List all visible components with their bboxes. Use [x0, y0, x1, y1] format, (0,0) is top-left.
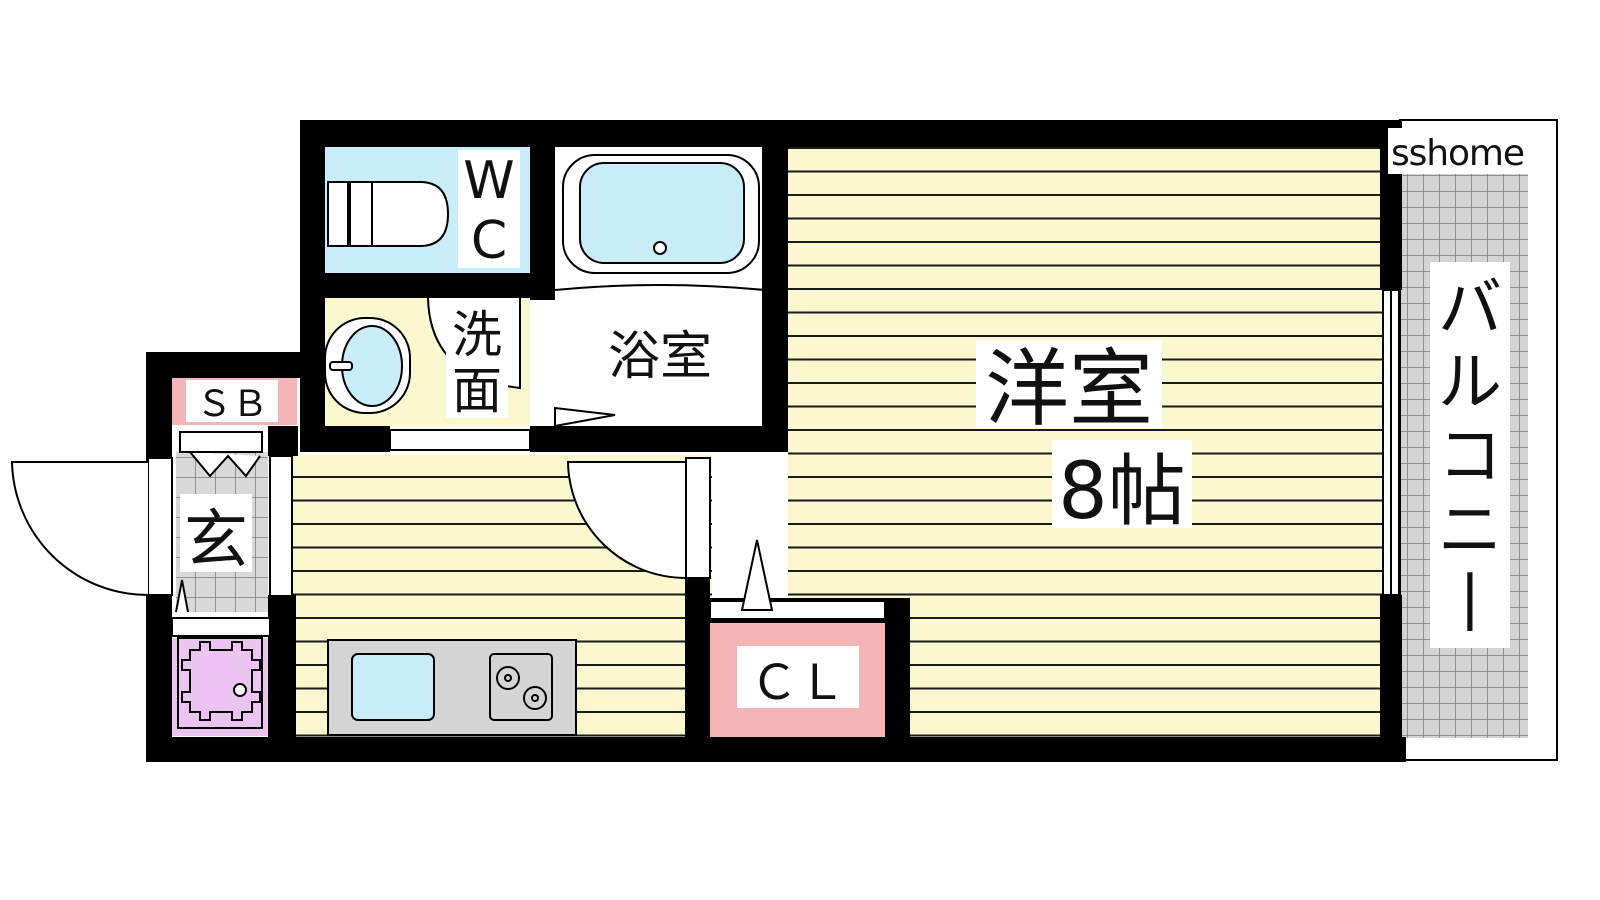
kitchen-counter: [327, 639, 577, 736]
wash-basin: [324, 317, 411, 414]
bathtub: [562, 154, 760, 274]
balcony-label-bg: [1430, 262, 1510, 648]
toilet: [327, 181, 450, 247]
walls: [146, 120, 1406, 762]
entrance-side-wall: [269, 455, 293, 597]
shoe-box-label-bg: [186, 380, 278, 422]
western-size-bg: [1052, 440, 1192, 528]
western-room-label: 洋室: [985, 340, 1153, 438]
balcony-label: バルコニ丨: [1438, 272, 1502, 642]
washroom-label-bg: [446, 300, 508, 418]
laundry-pan: [172, 638, 270, 736]
shoe-box-doors: [179, 431, 263, 478]
wc-label-bg: [458, 150, 520, 268]
closet-doors: [709, 539, 886, 620]
closet-label-bg: [737, 646, 859, 708]
entrance-door: [10, 457, 173, 596]
wc-label-w: W: [463, 151, 514, 211]
entrance-label-bg: [180, 494, 252, 572]
wc-label-c: C: [471, 211, 507, 271]
washroom-label-1: 洗: [452, 306, 502, 364]
balcony-railing: [1399, 119, 1558, 761]
bath-label-bg: [598, 326, 722, 384]
bath-door-swing: [554, 406, 616, 428]
closet-label: ＣＬ: [750, 655, 846, 711]
washroom-label-2: 面: [452, 362, 502, 420]
watermark: sshome: [1391, 133, 1525, 174]
shoe-box-label: ＳＢ: [196, 384, 268, 425]
balcony-window: [1382, 289, 1400, 596]
western-label-bg: [976, 340, 1162, 428]
bath-door: [554, 284, 766, 291]
entrance-step-marker: [175, 579, 189, 613]
washing-machine-pan: [171, 617, 271, 729]
entrance-label: 玄: [184, 504, 248, 578]
watermark-bg: [1388, 128, 1528, 174]
room-door: [566, 457, 711, 580]
bath-label: 浴室: [608, 327, 712, 387]
washroom-opening: [389, 429, 531, 451]
western-room-size: 8帖: [1058, 447, 1186, 537]
